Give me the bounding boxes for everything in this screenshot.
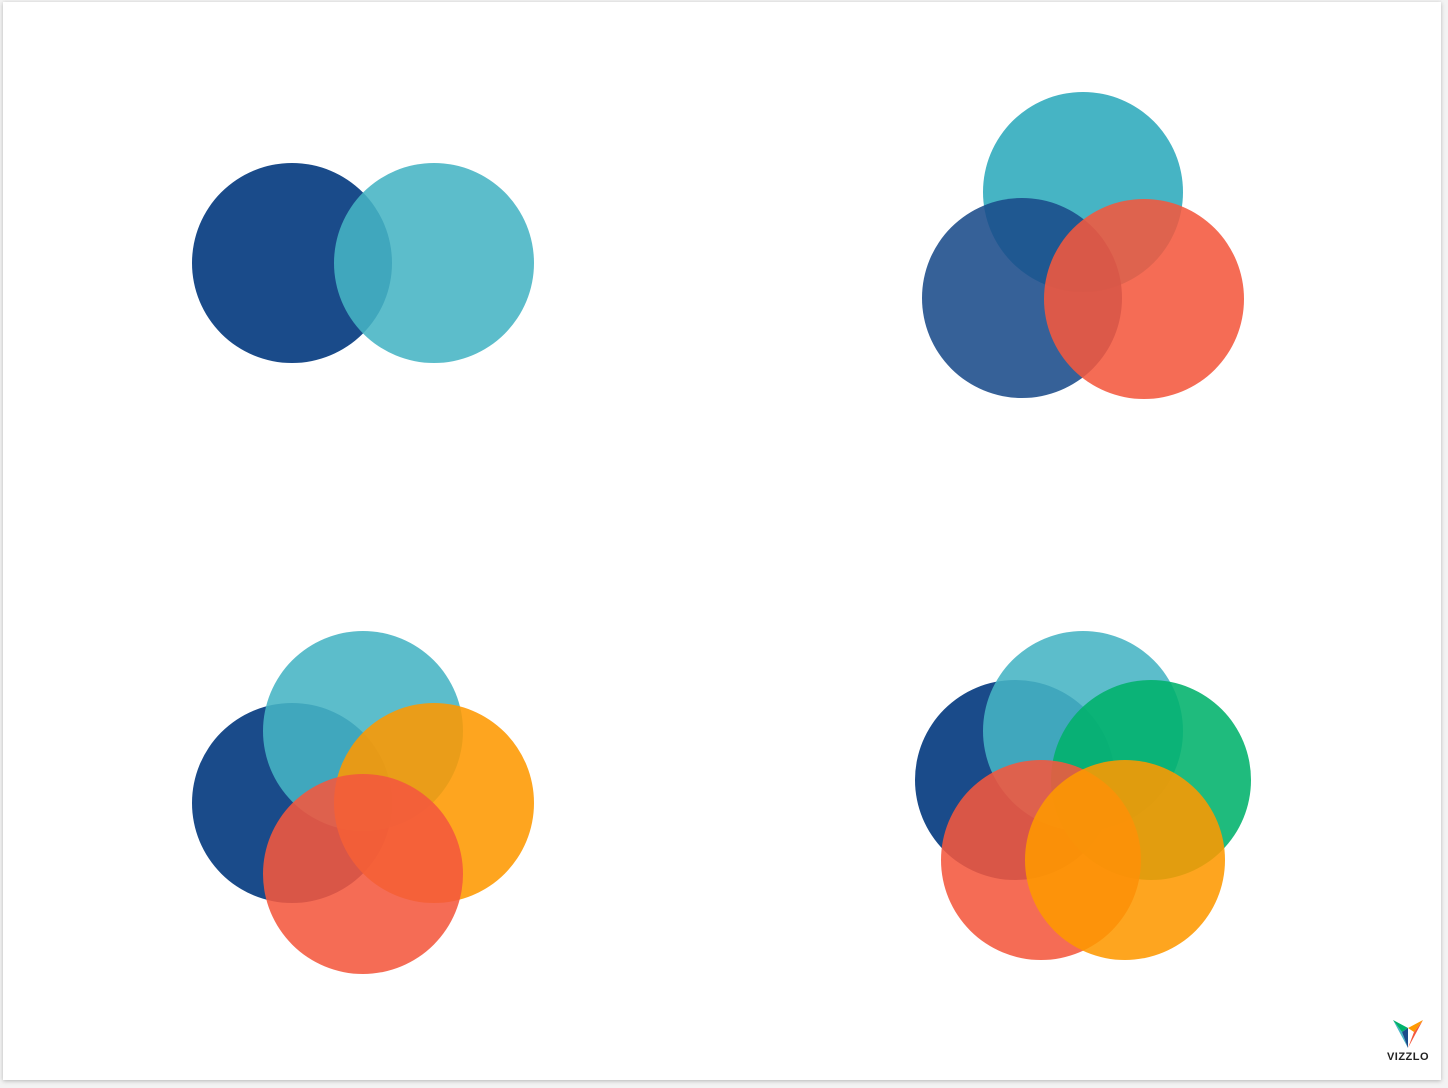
venn-circle-navy[interactable] bbox=[192, 163, 392, 363]
venn-circle-teal[interactable] bbox=[334, 163, 534, 363]
logo-text: VIZZLO bbox=[1386, 1051, 1430, 1063]
vizzlo-logo[interactable]: VIZZLO bbox=[1380, 1018, 1436, 1070]
venn-diagram-three-sets bbox=[922, 92, 1244, 399]
venn-circle-red[interactable] bbox=[1044, 199, 1244, 399]
venn-circle-red[interactable] bbox=[263, 774, 463, 974]
venn-diagram-two-sets bbox=[192, 163, 534, 363]
venn-circle-orange[interactable] bbox=[1025, 760, 1225, 960]
vizzlo-logo-icon bbox=[1393, 1020, 1423, 1048]
venn-diagram-five-sets bbox=[915, 631, 1251, 960]
venn-diagram-four-sets bbox=[192, 631, 534, 974]
